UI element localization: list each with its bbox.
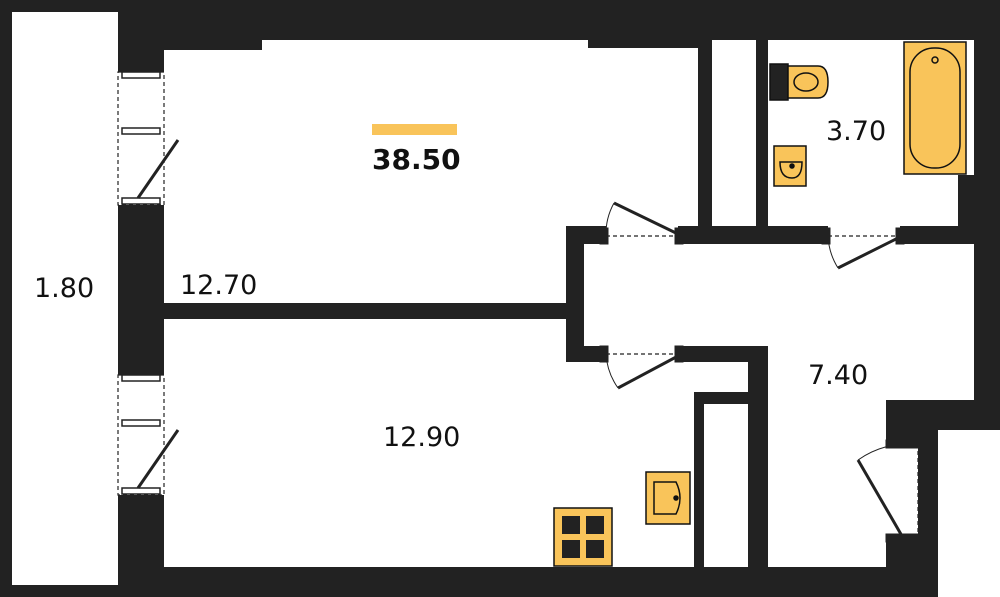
window-sash (121, 71, 161, 79)
nook-wall-top (678, 346, 768, 362)
window-lower (117, 374, 165, 496)
window-sash (121, 197, 161, 205)
nook-wall-inner (694, 392, 748, 404)
bath-wall-lower-right (958, 175, 976, 226)
hall-bath-wall-right (900, 226, 976, 244)
bedroom-area-label: 12.90 (383, 422, 461, 453)
window-leaf (136, 429, 180, 489)
total-area-bar (372, 124, 457, 135)
balcony-wall-top (0, 0, 1000, 12)
living-bedroom-wall (164, 303, 584, 319)
sink-icon (773, 145, 807, 187)
living-room-area-label: 12.70 (180, 270, 258, 301)
bathtub-icon (903, 41, 967, 175)
hall-bath-wall (678, 226, 828, 244)
window-sash (121, 127, 161, 135)
sink-icon (645, 471, 691, 525)
wall-shaft-right (756, 40, 768, 226)
toilet-icon (769, 63, 829, 101)
wall-shaft-left (698, 40, 712, 226)
balcony-area-label: 1.80 (34, 273, 95, 304)
balcony-wall-bottom (0, 585, 925, 597)
corridor-wall-left (566, 226, 584, 362)
nook-wall-inner-left (694, 392, 704, 567)
top-wall-ledge-2 (588, 40, 698, 48)
nook-wall-right (748, 346, 768, 567)
door-icon (599, 201, 919, 543)
window-leaf (136, 139, 180, 199)
bathroom-area-label: 3.70 (826, 116, 887, 147)
window-sashes (121, 71, 180, 495)
total-area-label: 38.50 (372, 143, 461, 176)
right-wall-upper (974, 12, 1000, 402)
top-wall (118, 12, 1000, 40)
right-wall-lower-inner (886, 400, 918, 444)
balcony-wall-left (0, 0, 12, 597)
bottom-wall (118, 567, 938, 585)
corridor-wall-top (566, 226, 606, 244)
exterior-wall-mid-seg (118, 205, 164, 375)
window-sash (121, 487, 161, 495)
top-wall-ledge (164, 40, 262, 50)
window-upper (117, 71, 165, 206)
hallway-area-label: 7.40 (808, 360, 869, 391)
window-sash (121, 374, 161, 382)
corridor-wall-bottom (566, 346, 606, 362)
stove-icon (553, 507, 613, 567)
window-sash (121, 419, 161, 427)
